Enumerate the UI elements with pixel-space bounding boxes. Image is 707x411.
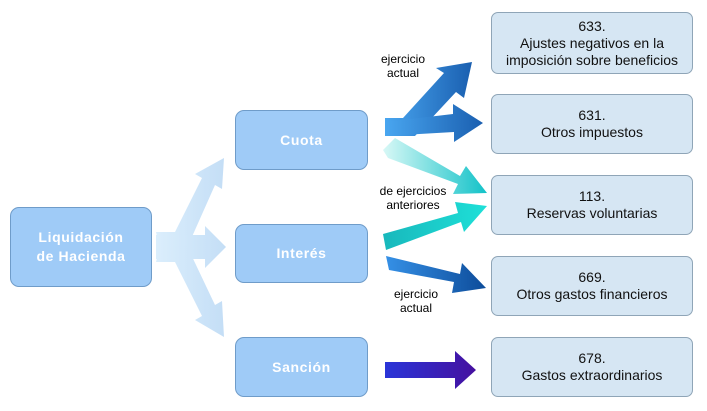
fan-arrow-down <box>156 246 224 337</box>
account-678-number: 678. <box>578 350 606 366</box>
account-678: 678. Gastos extraordinarios <box>491 337 693 397</box>
label-previous-years-line2: anteriores <box>386 198 440 212</box>
label-previous-years: de ejercicios anteriores <box>368 184 458 212</box>
concept-cuota-label: Cuota <box>280 131 323 148</box>
account-669: 669. Otros gastos financieros <box>491 256 693 316</box>
account-678-line1: Gastos extraordinarios <box>521 367 663 383</box>
concept-cuota: Cuota <box>235 110 368 170</box>
root-node: Liquidación de Hacienda <box>10 207 152 287</box>
account-633: 633. Ajustes negativos en la imposición … <box>491 12 693 74</box>
label-current-year-bottom-line1: ejercicio <box>393 287 438 301</box>
account-631: 631. Otros impuestos <box>491 94 693 154</box>
account-113: 113. Reservas voluntarias <box>491 175 693 235</box>
arrow-interes-to-113 <box>383 202 487 250</box>
fan-arrows <box>156 158 226 337</box>
account-113-number: 113. <box>578 188 606 204</box>
account-631-number: 631. <box>578 107 606 123</box>
account-633-line1: Ajustes negativos en la <box>520 34 664 51</box>
label-previous-years-line1: de ejercicios <box>379 184 447 198</box>
account-633-line2: imposición sobre beneficios <box>506 51 678 68</box>
account-113-line1: Reservas voluntarias <box>526 205 658 221</box>
label-current-year-bottom: ejercicio actual <box>391 287 441 315</box>
label-current-year-bottom-line2: actual <box>399 301 433 315</box>
concept-sancion-label: Sanción <box>272 358 331 375</box>
concept-sancion: Sanción <box>235 337 368 397</box>
root-label-line2: de Hacienda <box>36 248 126 264</box>
label-current-year-top-line2: actual <box>386 66 420 80</box>
label-current-year-top-line1: ejercicio <box>380 52 425 66</box>
concept-interes: Interés <box>235 224 368 283</box>
account-631-line1: Otros impuestos <box>541 124 643 140</box>
arrow-cuota-to-631 <box>385 104 483 142</box>
concept-interes-label: Interés <box>276 245 327 261</box>
account-669-line1: Otros gastos financieros <box>516 286 668 302</box>
root-label-line1: Liquidación <box>38 229 124 245</box>
account-669-number: 669. <box>578 269 606 285</box>
label-current-year-top: ejercicio actual <box>378 52 428 80</box>
arrow-sancion-to-678 <box>385 351 476 389</box>
arrow-cuota-to-113 <box>383 138 487 194</box>
arrow-cuota-to-633 <box>385 62 472 136</box>
arrow-interes-to-669 <box>386 256 486 293</box>
fan-arrow-up <box>156 158 224 248</box>
account-633-number: 633. <box>578 17 606 34</box>
